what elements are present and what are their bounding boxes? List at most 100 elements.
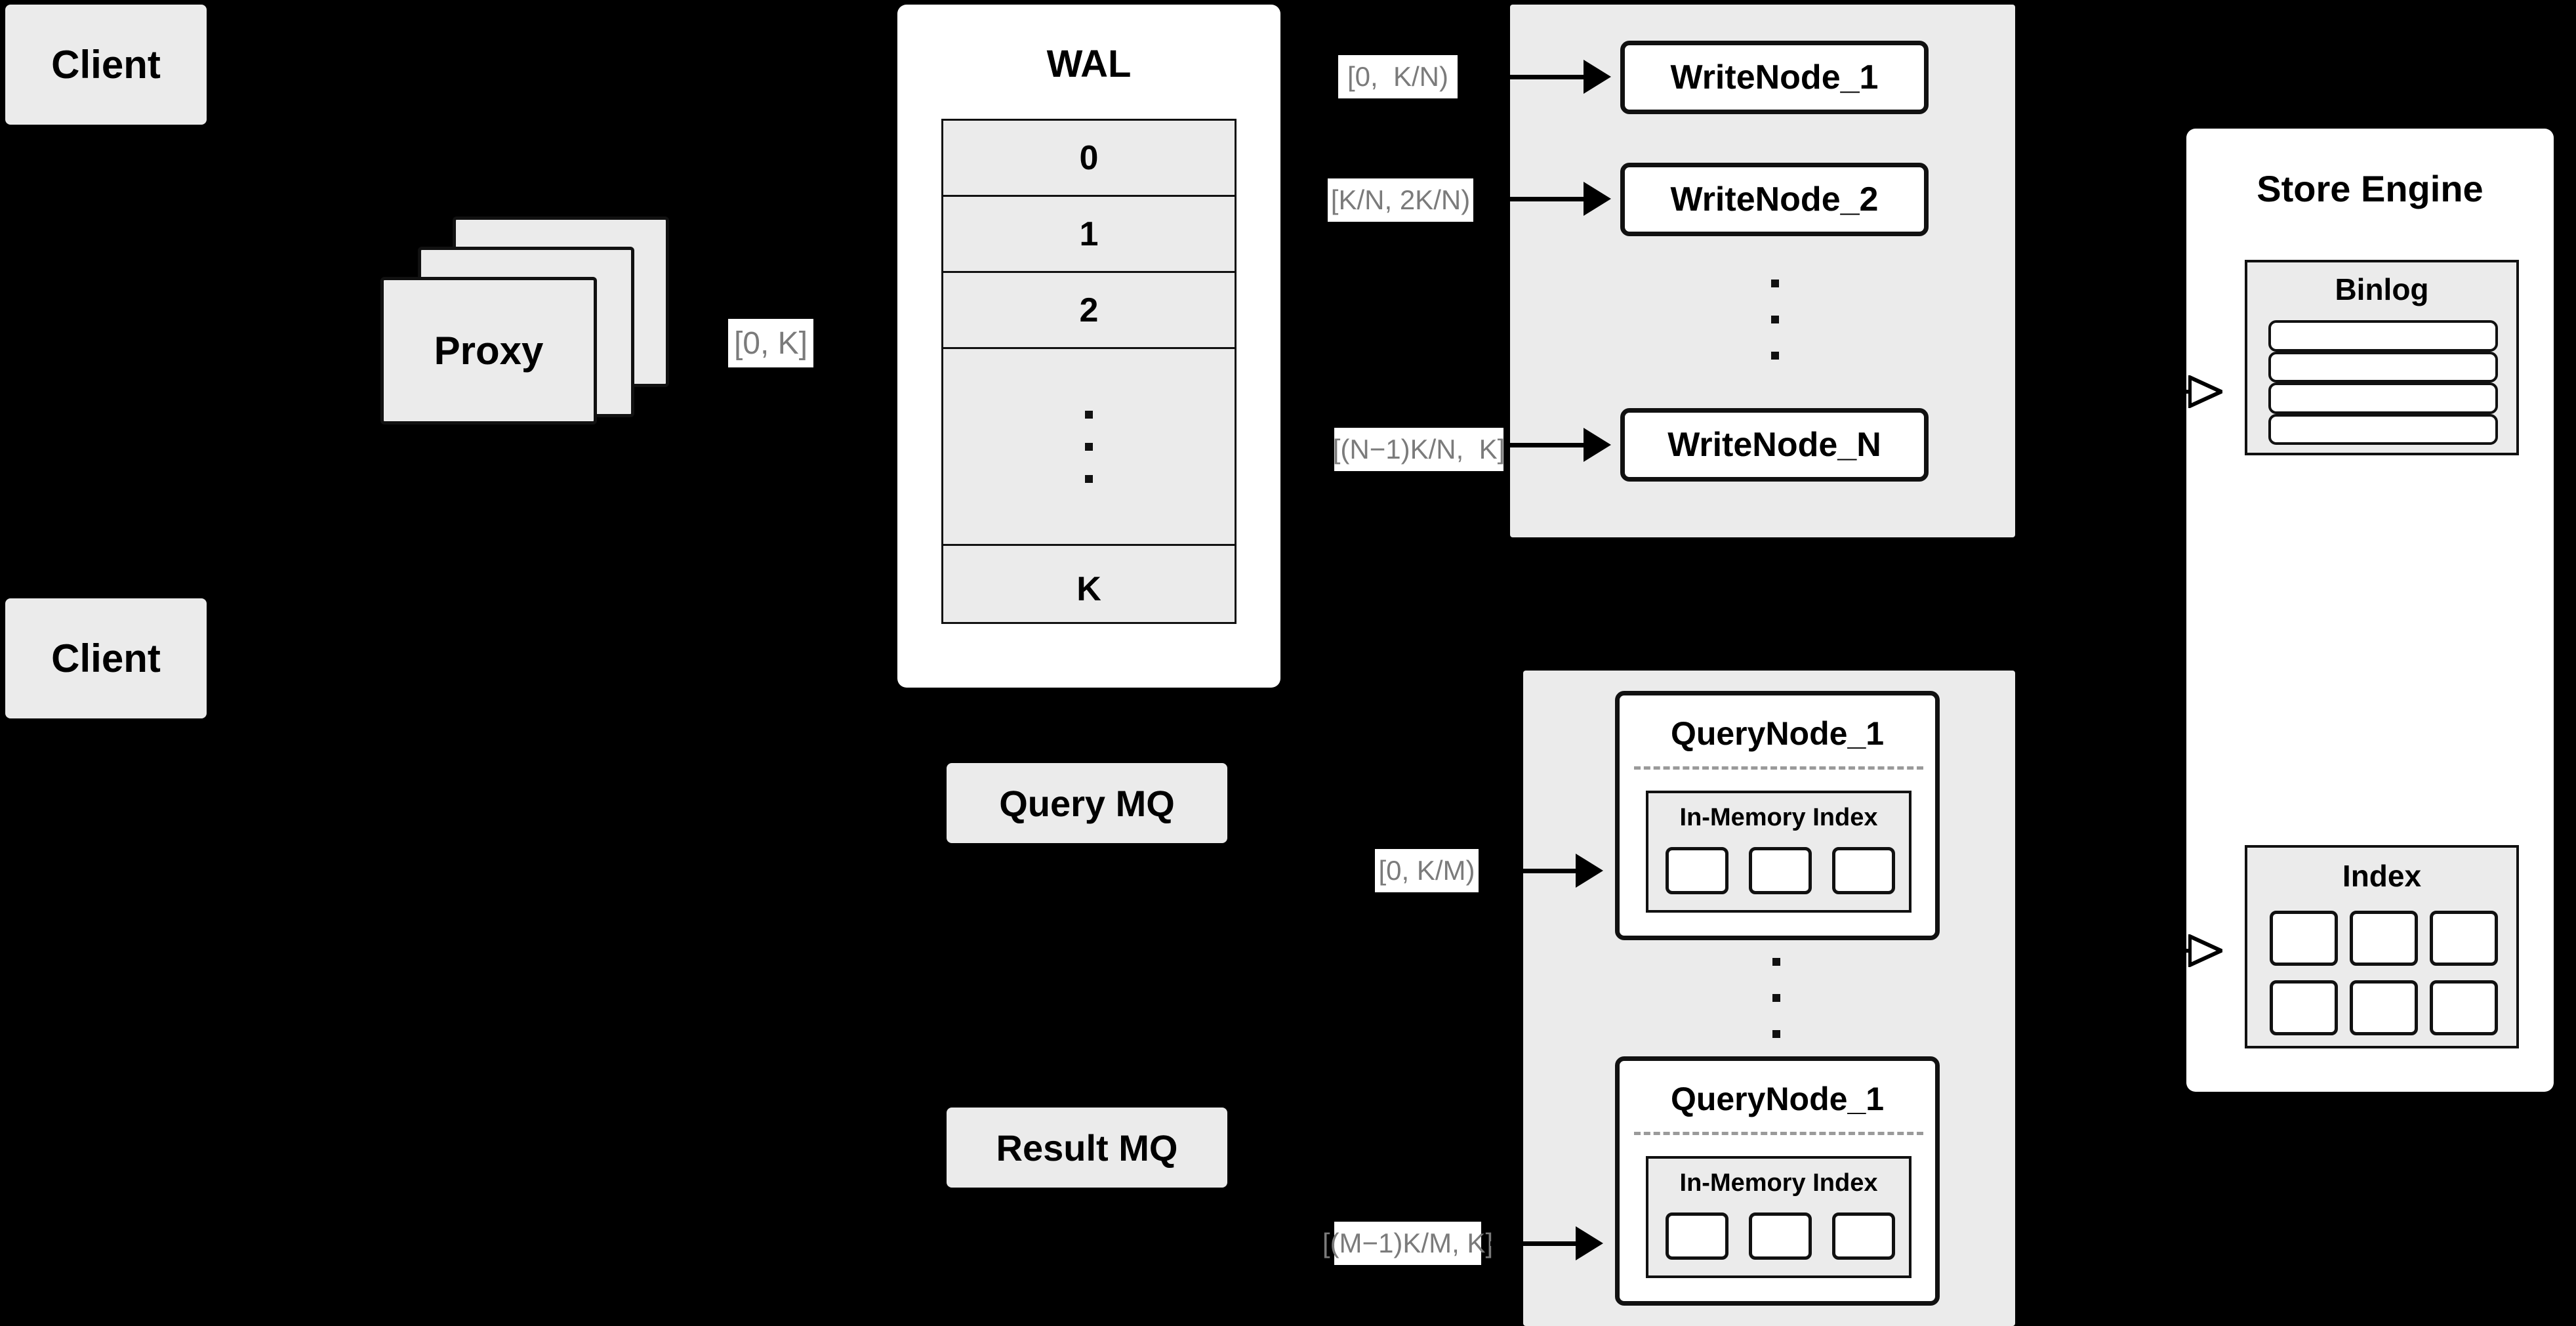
in-memory-index-label: In-Memory Index <box>1679 803 1878 831</box>
wal-row[interactable]: 0 <box>943 121 1235 197</box>
range-text: [0, K/M) <box>1378 855 1475 886</box>
wal-row-label: 2 <box>1079 291 1099 329</box>
result-mq-label: Result MQ <box>996 1127 1178 1169</box>
index-chip[interactable] <box>1832 847 1895 894</box>
binlog-row[interactable] <box>2268 413 2498 445</box>
binlog-title: Binlog <box>2247 270 2516 308</box>
query-node-m[interactable]: QueryNode_1 In-Memory Index <box>1615 1056 1940 1306</box>
query-node-divider <box>1634 1132 1923 1135</box>
vertical-ellipsis-icon <box>1085 410 1093 483</box>
index-chip[interactable] <box>1832 1212 1895 1260</box>
store-index-title: Index <box>2247 857 2516 895</box>
write-node-1-range-label: [0, K/N) <box>1338 55 1458 98</box>
query-node-label: QueryNode_1 <box>1670 715 1885 752</box>
wal-row-ellipsis <box>943 349 1235 546</box>
range-text: [K/N, 2K/N) <box>1330 184 1471 215</box>
arrow-to-write-node-n <box>1505 443 1589 447</box>
store-index-chip[interactable] <box>2270 980 2338 1035</box>
store-index-chip[interactable] <box>2270 911 2338 966</box>
index-chip[interactable] <box>1666 1212 1728 1260</box>
arrow-to-write-node-1 <box>1464 75 1589 79</box>
proxy-card-front[interactable]: Proxy <box>380 277 597 425</box>
store-index-chip-grid <box>2270 911 2498 1035</box>
write-node-n[interactable]: WriteNode_N <box>1620 408 1929 482</box>
index-chip[interactable] <box>1666 847 1728 894</box>
range-text: [(M−1)K/M, K] <box>1322 1228 1494 1258</box>
write-node-1[interactable]: WriteNode_1 <box>1620 41 1929 114</box>
write-cluster-ellipsis-icon <box>1771 280 1779 360</box>
binlog-row[interactable] <box>2268 320 2498 352</box>
query-node-label: QueryNode_1 <box>1670 1081 1885 1117</box>
query-node-title: QueryNode_1 <box>1620 710 1935 757</box>
binlog-rows <box>2268 320 2498 445</box>
wal-title: WAL <box>897 41 1280 87</box>
in-memory-index-title: In-Memory Index <box>1648 800 1909 835</box>
index-chip[interactable] <box>1749 1212 1812 1260</box>
result-mq-box[interactable]: Result MQ <box>947 1108 1227 1188</box>
store-index-chip[interactable] <box>2430 980 2498 1035</box>
query-node-1[interactable]: QueryNode_1 In-Memory Index <box>1615 691 1940 940</box>
proxy-stack[interactable]: Proxy <box>380 217 682 440</box>
query-mq-label: Query MQ <box>999 782 1175 824</box>
binlog-row[interactable] <box>2268 383 2498 414</box>
arrow-head-icon <box>1584 60 1611 94</box>
arrow-head-icon <box>1584 428 1611 462</box>
arrow-to-store-index <box>2150 949 2191 953</box>
binlog-row[interactable] <box>2268 351 2498 383</box>
arrow-head-open-icon <box>2188 934 2222 967</box>
query-node-divider <box>1634 766 1923 770</box>
write-node-2-range-label: [K/N, 2K/N) <box>1328 178 1473 222</box>
in-memory-index-label: In-Memory Index <box>1679 1169 1878 1197</box>
store-engine-title: Store Engine <box>2186 165 2554 211</box>
wal-row[interactable]: 1 <box>943 197 1235 273</box>
store-index-box: Index <box>2245 845 2519 1048</box>
proxy-label: Proxy <box>434 329 544 373</box>
in-memory-index-chips <box>1666 1212 1895 1260</box>
store-engine-title-text: Store Engine <box>2257 167 2484 209</box>
store-index-chip[interactable] <box>2350 980 2418 1035</box>
client-label: Client <box>51 636 161 680</box>
client-label: Client <box>51 43 161 87</box>
arrow-head-icon <box>1584 182 1611 216</box>
range-text: [0, K/N) <box>1347 61 1449 92</box>
proxy-range-label: [0, K] <box>728 319 813 367</box>
in-memory-index-chips <box>1666 847 1895 894</box>
wal-row-label: K <box>1076 570 1101 608</box>
arrow-head-icon <box>1576 854 1603 888</box>
in-memory-index-box: In-Memory Index <box>1646 1156 1912 1278</box>
arrow-to-binlog <box>2150 390 2191 394</box>
client-box-2[interactable]: Client <box>5 598 207 718</box>
wal-table: 0 1 2 K <box>941 119 1237 624</box>
write-node-label: WriteNode_1 <box>1670 58 1879 96</box>
binlog-box: Binlog <box>2245 260 2519 455</box>
store-index-chip[interactable] <box>2350 911 2418 966</box>
binlog-title-text: Binlog <box>2335 272 2429 306</box>
wal-row-label: 0 <box>1079 138 1099 177</box>
arrow-to-query-node-1 <box>1488 869 1581 873</box>
write-node-n-range-label: [(N−1)K/N, K] <box>1332 428 1505 471</box>
store-index-title-text: Index <box>2342 859 2422 893</box>
arrow-head-open-icon <box>2188 375 2222 408</box>
wal-row[interactable]: 2 <box>943 273 1235 349</box>
query-node-1-range-label: [0, K/M) <box>1375 849 1479 892</box>
query-node-title: QueryNode_1 <box>1620 1075 1935 1123</box>
arrow-head-icon <box>1576 1226 1603 1260</box>
store-index-chip[interactable] <box>2430 911 2498 966</box>
arrow-to-query-node-m <box>1490 1241 1581 1246</box>
in-memory-index-title: In-Memory Index <box>1648 1165 1909 1201</box>
index-chip[interactable] <box>1749 847 1812 894</box>
proxy-range-text: [0, K] <box>733 325 808 361</box>
arrow-to-write-node-2 <box>1476 197 1589 201</box>
client-box-1[interactable]: Client <box>5 5 207 125</box>
query-mq-box[interactable]: Query MQ <box>947 763 1227 843</box>
in-memory-index-box: In-Memory Index <box>1646 791 1912 913</box>
wal-row[interactable]: K <box>943 546 1235 632</box>
wal-row-label: 1 <box>1079 215 1099 253</box>
query-cluster-ellipsis-icon <box>1772 958 1780 1038</box>
range-text: [(N−1)K/N, K] <box>1332 434 1505 465</box>
write-node-label: WriteNode_2 <box>1670 180 1879 218</box>
query-node-m-range-label: [(M−1)K/M, K] <box>1322 1222 1493 1265</box>
write-node-2[interactable]: WriteNode_2 <box>1620 163 1929 236</box>
write-node-label: WriteNode_N <box>1667 426 1881 464</box>
